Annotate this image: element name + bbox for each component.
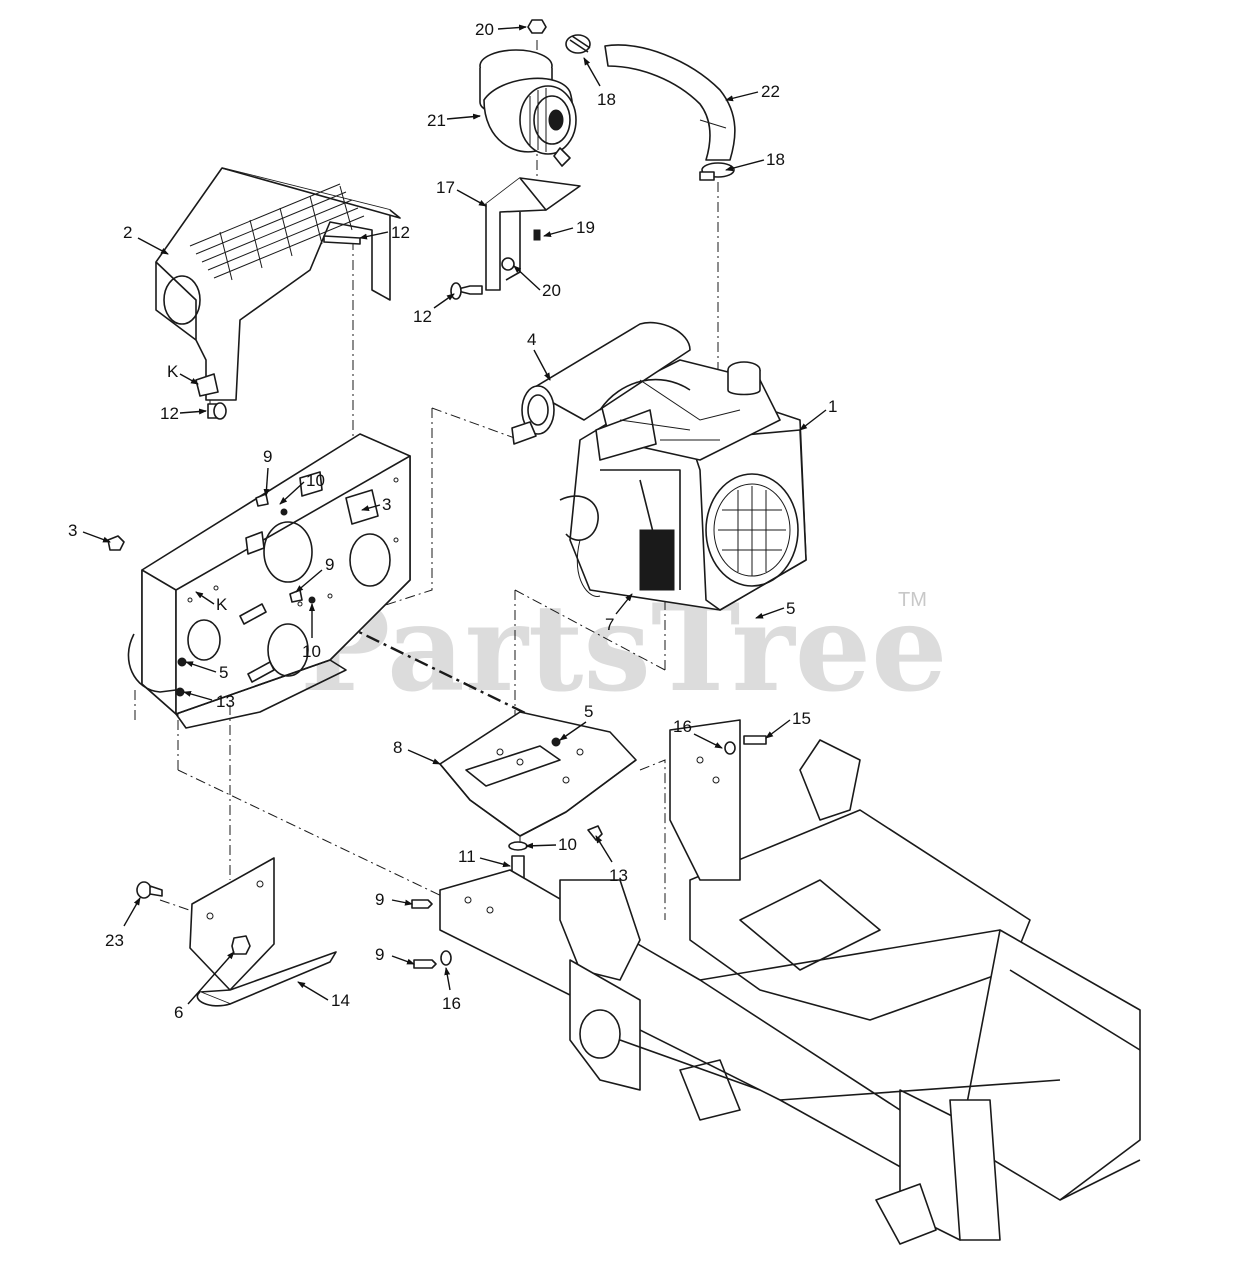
callout-12-shroud-bottom: 12	[160, 404, 179, 423]
watermark-tm: TM	[898, 589, 927, 611]
callout-13-lower: 13	[609, 866, 628, 885]
callout-19: 19	[576, 218, 595, 237]
engine	[511, 321, 807, 611]
engine-mounting-plate	[107, 433, 411, 729]
bracket-screw	[450, 282, 483, 300]
heat-shield-nut	[231, 935, 251, 955]
callout-5-plate: 5	[219, 663, 228, 682]
callout-23: 23	[105, 931, 124, 950]
callout-9-frame-lower: 9	[375, 945, 384, 964]
engine-fuel-cap	[727, 361, 761, 396]
callout-5-engine: 5	[786, 599, 795, 618]
callout-3-left: 3	[68, 521, 77, 540]
callout-10-lower: 10	[558, 835, 577, 854]
callout-3-right: 3	[382, 495, 391, 514]
engine-shroud	[155, 167, 401, 420]
engine-muffler	[511, 321, 691, 445]
callout-7: 7	[605, 615, 614, 634]
air-intake-hose	[565, 34, 736, 181]
callout-18-lower: 18	[766, 150, 785, 169]
callout-16-frame: 16	[673, 717, 692, 736]
heat-shield	[136, 857, 337, 1007]
callout-9-upper: 9	[263, 447, 272, 466]
callout-20-top: 20	[475, 20, 494, 39]
callout-14: 14	[331, 991, 350, 1010]
callout-21: 21	[427, 111, 446, 130]
callout-17: 17	[436, 178, 455, 197]
callout-leaders	[82, 24, 827, 1005]
shroud-bolt	[207, 402, 227, 420]
callout-10-upper: 10	[306, 471, 325, 490]
shroud-vent-grid	[189, 183, 365, 281]
air-cleaner-assembly	[479, 19, 577, 167]
callout-6: 6	[174, 1003, 183, 1022]
callout-4: 4	[527, 330, 536, 349]
mounting-plate-8	[439, 711, 637, 881]
heat-shield-bolt	[136, 881, 163, 899]
chassis-bolts	[411, 735, 767, 969]
hose-clamp-lower	[699, 162, 735, 181]
callout-2: 2	[123, 223, 132, 242]
callout-13-plate: 13	[216, 692, 235, 711]
callout-18-upper: 18	[597, 90, 616, 109]
callout-10-middle: 10	[302, 642, 321, 661]
nut-top	[527, 19, 547, 34]
callout-k-plate: K	[216, 595, 228, 614]
callout-12-shroud-top: 12	[391, 223, 410, 242]
callout-8: 8	[393, 738, 402, 757]
callout-k-shroud: K	[167, 362, 179, 381]
callout-16-lower: 16	[442, 994, 461, 1013]
callout-5-bracket: 5	[584, 702, 593, 721]
callout-labels: 20 18 22 21 18 17 19 20 12 12 2 K 12 4 1…	[68, 20, 837, 1022]
callout-15: 15	[792, 709, 811, 728]
callout-20-bracket: 20	[542, 281, 561, 300]
hose-clamp-upper	[565, 34, 591, 54]
callout-9-frame-upper: 9	[375, 890, 384, 909]
callout-1: 1	[828, 397, 837, 416]
callout-22: 22	[761, 82, 780, 101]
callout-12-bracket: 12	[413, 307, 432, 326]
air-cleaner-bracket	[450, 177, 581, 300]
chassis-frame	[411, 719, 1141, 1245]
callout-11: 11	[458, 847, 476, 866]
callout-9-middle: 9	[325, 555, 334, 574]
